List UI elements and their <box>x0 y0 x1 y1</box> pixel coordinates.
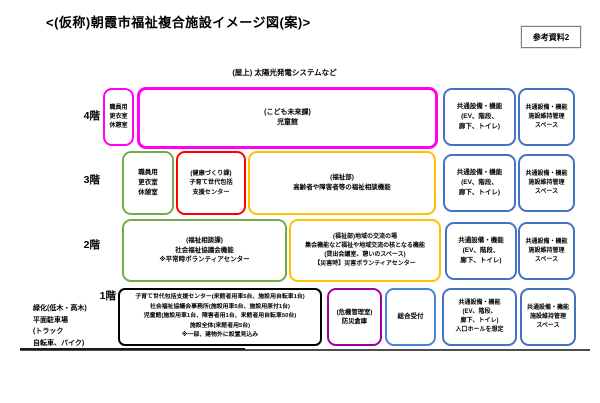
box-4f-staff-room: 職員用 更衣室 休憩室 <box>103 88 134 146</box>
ground-line-left-segment <box>20 348 245 350</box>
page-title: <(仮称)朝霞市福祉複合施設イメージ図(案)> <box>46 15 311 30</box>
reference-tag: 参考資料2 <box>521 26 581 48</box>
box-1f-reception: 総合受付 <box>385 288 436 346</box>
box-4f-common-facilities: 共通設備・機能 (EV、階段、 廊下、トイレ) <box>443 88 516 146</box>
floor-label-3f: 3階 <box>83 174 100 186</box>
box-4f-childrens-hall: (こども未来課) 児童館 <box>137 87 438 149</box>
box-1f-disaster-storage: (危機管理室) 防災倉庫 <box>327 288 382 346</box>
box-1f-common-facilities: 共通設備・機能 (EV、階段、 廊下、トイレ) 入口ホールを想定 <box>442 288 517 346</box>
box-2f-common-facilities: 共通設備・機能 (EV、階段、 廊下、トイレ) <box>445 222 517 280</box>
box-2f-maintenance-space: 共通設備・機能 施設維持管理 スペース <box>518 222 575 280</box>
box-3f-common-facilities: 共通設備・機能 (EV、階段、 廊下、トイレ) <box>443 154 516 212</box>
box-3f-support-center: (健康づくり課) 子育て世代包括 支援センター <box>176 151 246 215</box>
floor-label-1f: 1階 <box>99 290 116 302</box>
box-1f-maintenance-space: 共通設備・機能 施設維持管理 スペース <box>520 288 576 346</box>
ground-line <box>20 349 590 351</box>
roof-label: (屋上) 太陽光発電システムなど <box>232 68 337 77</box>
floor-label-4f: 4階 <box>83 110 100 122</box>
box-3f-maintenance-space: 共通設備・機能 施設維持管理 スペース <box>518 154 575 212</box>
floor-label-2f: 2階 <box>83 239 100 251</box>
box-1f-parking-details: 子育て世代包括支援センター(来館者用車5台、施設用自転車1台) 社会福祉協議会事… <box>118 288 322 346</box>
box-2f-community-exchange: (福祉部)地域の交流の場 集会機能など福祉や地域交流の核となる機能 (貸出会議室… <box>289 219 441 282</box>
box-4f-maintenance-space: 共通設備・機能 施設維持管理 スペース <box>518 88 575 146</box>
site-greening-parking-note: 緑化(低木・高木) 平面駐車場 (トラック 自転車、バイク) <box>33 305 87 347</box>
box-3f-staff-room: 職員用 更衣室 休憩室 <box>122 151 174 215</box>
box-2f-welfare-council: (福祉相談課) 社会福祉協議会機能 ※平常時ボランティアセンター <box>122 219 287 282</box>
box-3f-welfare-consultation: (福祉部) 高齢者や障害者等の福祉相談機能 <box>248 151 436 215</box>
